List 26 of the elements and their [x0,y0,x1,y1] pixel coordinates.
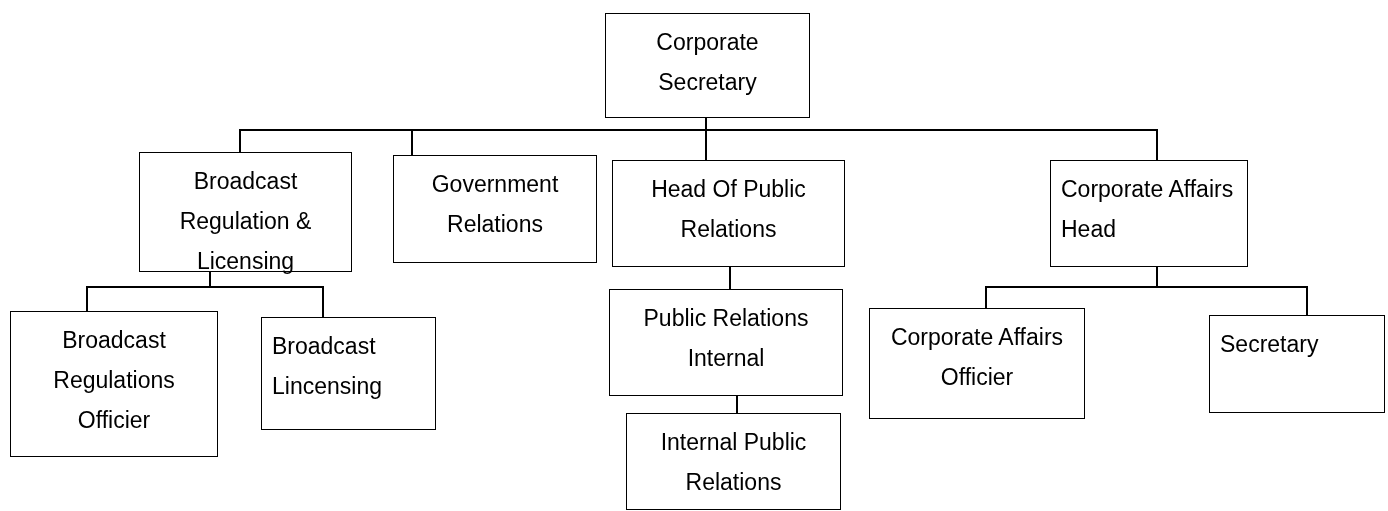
role-title: Head Of Public Relations [650,175,807,244]
role-title: Broadcast Lincensing [272,332,383,401]
org-box [612,160,845,267]
role-title: Secretary [1220,330,1319,359]
role-title: Broadcast Regulations Officier [52,326,176,435]
org-box [393,155,597,263]
role-title: Corporate Affairs Head [1061,175,1235,244]
connector-line [736,395,738,414]
connector-line [1156,266,1308,316]
org-box [605,13,810,118]
org-box [1050,160,1248,267]
role-title: Internal Public Relations [659,428,808,497]
org-box [10,311,218,457]
org-box [261,317,436,430]
role-title: Corporate Affairs Officier [889,323,1065,392]
connector-line [729,266,731,290]
org-box [1209,315,1385,413]
org-box [626,413,841,510]
org-box [609,289,843,396]
role-title: Broadcast Regulation & Licensing [178,167,313,276]
role-title: Government Relations [430,170,560,239]
role-title: Corporate Secretary [655,28,760,97]
org-box [139,152,352,272]
role-title: Public Relations Internal [642,304,810,373]
org-box [869,308,1085,419]
connector-line [209,271,324,318]
